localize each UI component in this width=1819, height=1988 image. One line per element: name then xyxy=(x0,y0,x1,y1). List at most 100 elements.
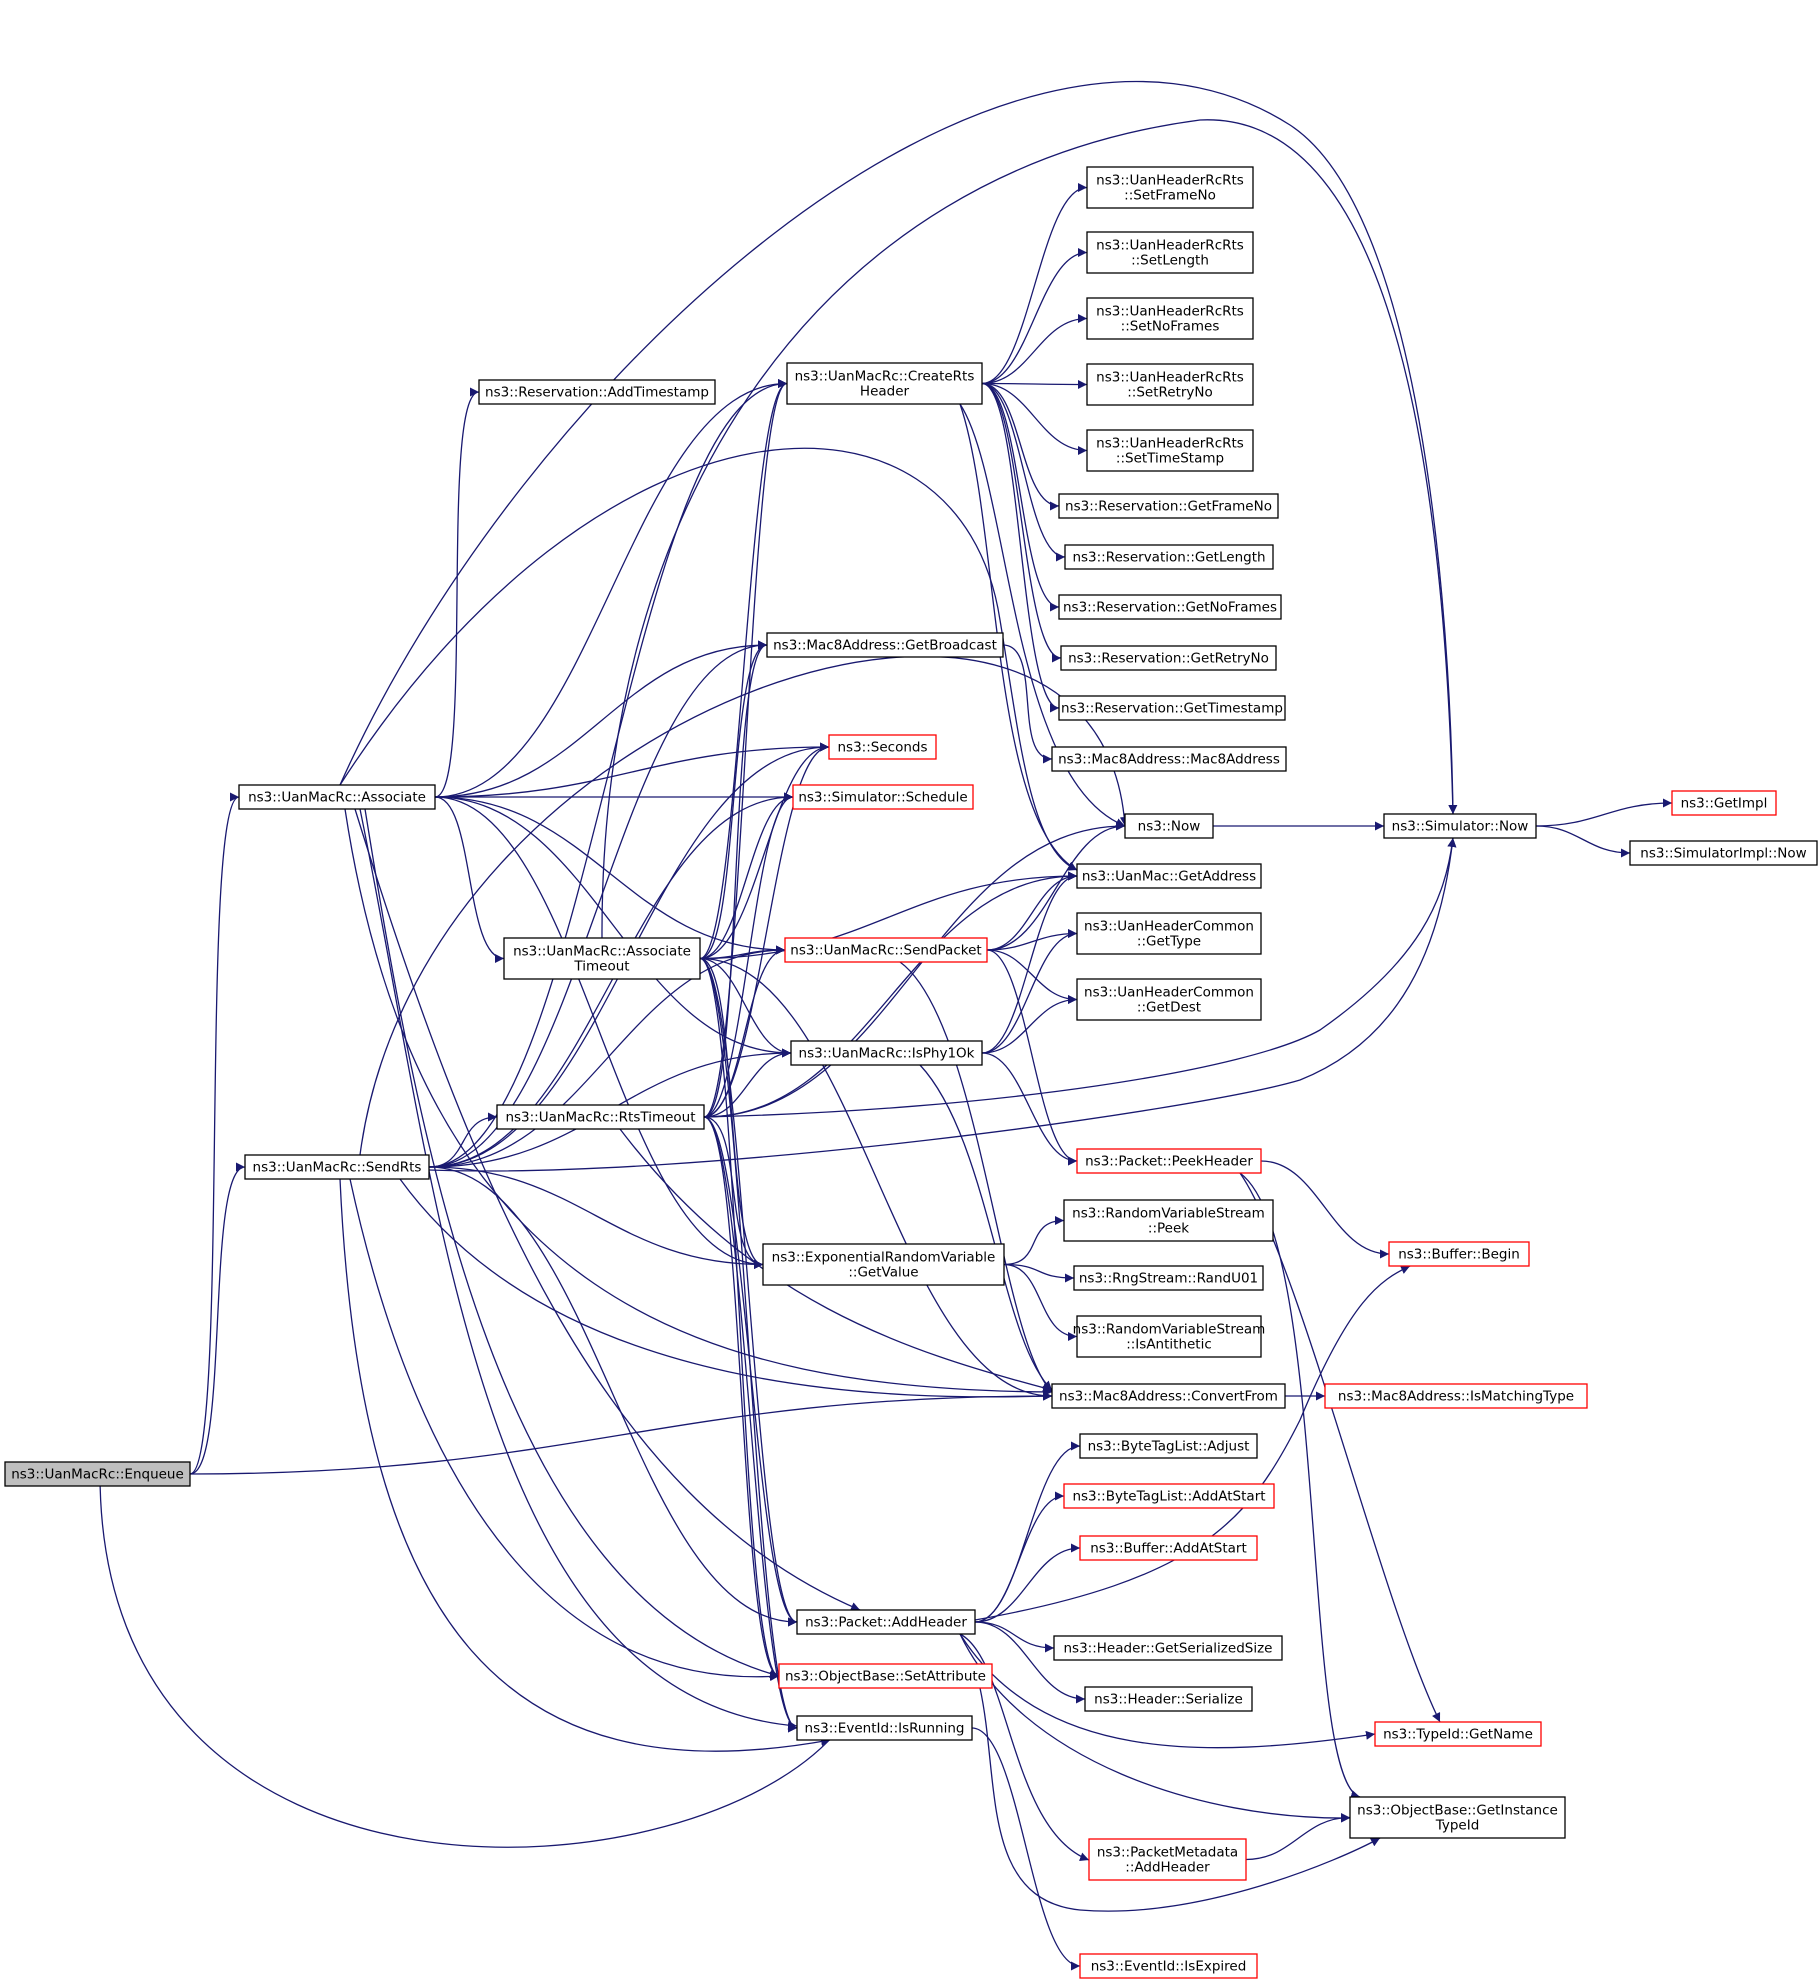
node-getframeno[interactable]: ns3::Reservation::GetFrameNo xyxy=(1058,493,1279,519)
node-peek[interactable]: ns3::RandomVariableStream::Peek xyxy=(1063,1199,1274,1242)
node-setframeno[interactable]: ns3::UanHeaderRcRts::SetFrameNo xyxy=(1086,166,1254,209)
node-gettimestamp[interactable]: ns3::Reservation::GetTimestamp xyxy=(1058,695,1286,721)
node-getdest[interactable]: ns3::UanHeaderCommon::GetDest xyxy=(1076,978,1262,1021)
node-getaddress[interactable]: ns3::UanMac::GetAddress xyxy=(1076,863,1262,889)
node-box xyxy=(1058,493,1279,519)
edge-pktaddheader-to-getinstancetypeid xyxy=(959,1633,1351,1823)
edge-assoctimeout-to-setattribute xyxy=(699,957,780,1681)
edge-rtstimeout-to-pktaddheader xyxy=(703,1116,798,1627)
node-setretryno[interactable]: ns3::UanHeaderRcRts::SetRetryNo xyxy=(1086,363,1254,406)
node-associate[interactable]: ns3::UanMacRc::Associate xyxy=(238,784,436,810)
node-box xyxy=(786,362,983,405)
edge-sendrts-to-getbroadcast xyxy=(428,640,768,1168)
node-isantithetic[interactable]: ns3::RandomVariableStream::IsAntithetic xyxy=(1073,1315,1266,1358)
edge-rtstimeout-to-expgetvalue xyxy=(703,1116,764,1269)
edge-rtstimeout-to-getaddress xyxy=(703,871,1078,1118)
node-serialize[interactable]: ns3::Header::Serialize xyxy=(1084,1686,1253,1712)
node-schedule[interactable]: ns3::Simulator::Schedule xyxy=(792,784,974,810)
node-settimestamp[interactable]: ns3::UanHeaderRcRts::SetTimeStamp xyxy=(1086,429,1254,472)
edge-enqueue-to-convertfrom xyxy=(189,1391,1053,1475)
edge-isphy1ok-to-gettype xyxy=(981,929,1078,1054)
node-label: ns3::ObjectBase::SetAttribute xyxy=(785,1669,986,1685)
node-isrunning[interactable]: ns3::EventId::IsRunning xyxy=(796,1715,973,1741)
edge-sendpacket-to-gettype xyxy=(986,929,1078,951)
edge-isphy1ok-to-getdest xyxy=(981,995,1078,1054)
node-bufbegin[interactable]: ns3::Buffer::Begin xyxy=(1388,1241,1530,1267)
node-sendrts[interactable]: ns3::UanMacRc::SendRts xyxy=(244,1154,430,1180)
edge-pktaddheader-to-serialize xyxy=(974,1621,1086,1704)
node-getretryno[interactable]: ns3::Reservation::GetRetryNo xyxy=(1060,645,1277,671)
node-box xyxy=(1051,746,1287,772)
edge-assoctimeout-to-simnow xyxy=(601,119,1458,939)
node-sendpacket[interactable]: ns3::UanMacRc::SendPacket xyxy=(784,937,988,963)
edge-assoctimeout-to-getbroadcast xyxy=(699,640,768,960)
edge-associate-to-isrunning xyxy=(359,808,798,1730)
node-seconds[interactable]: ns3::Seconds xyxy=(828,734,937,760)
node-getserializedsize[interactable]: ns3::Header::GetSerializedSize xyxy=(1053,1635,1283,1661)
node-label: ns3::Mac8Address::ConvertFrom xyxy=(1059,1389,1278,1405)
node-box xyxy=(1076,1148,1262,1174)
node-box xyxy=(1086,166,1254,209)
node-rtstimeout[interactable]: ns3::UanMacRc::RtsTimeout xyxy=(496,1104,705,1130)
node-adjust[interactable]: ns3::ByteTagList::Adjust xyxy=(1079,1433,1258,1459)
node-label: ::SetNoFrames xyxy=(1121,319,1220,335)
node-simnow[interactable]: ns3::Simulator::Now xyxy=(1383,813,1537,839)
node-ismatchingtype[interactable]: ns3::Mac8Address::IsMatchingType xyxy=(1324,1383,1588,1409)
node-box xyxy=(496,1104,705,1130)
node-setlength[interactable]: ns3::UanHeaderRcRts::SetLength xyxy=(1086,231,1254,274)
node-pktaddheader[interactable]: ns3::Packet::AddHeader xyxy=(796,1609,976,1635)
edge-sendpacket-to-peekheader xyxy=(986,949,1078,1166)
edge-rtstimeout-to-getbroadcast xyxy=(703,640,768,1118)
node-randu01[interactable]: ns3::RngStream::RandU01 xyxy=(1073,1265,1264,1291)
edge-sendpacket-to-getdest xyxy=(986,949,1078,1004)
node-label: ns3::Reservation::GetTimestamp xyxy=(1061,701,1283,717)
node-btladdatstart[interactable]: ns3::ByteTagList::AddAtStart xyxy=(1063,1483,1275,1509)
node-bufaddatstart[interactable]: ns3::Buffer::AddAtStart xyxy=(1079,1535,1258,1561)
node-addtimestamp[interactable]: ns3::Reservation::AddTimestamp xyxy=(478,379,716,405)
edge-pktaddheader-to-btladdatstart xyxy=(974,1491,1065,1623)
node-simimplnow[interactable]: ns3::SimulatorImpl::Now xyxy=(1629,840,1818,866)
node-label: ns3::Simulator::Now xyxy=(1392,819,1529,835)
node-setnoframes[interactable]: ns3::UanHeaderRcRts::SetNoFrames xyxy=(1086,297,1254,340)
node-mac8ctor[interactable]: ns3::Mac8Address::Mac8Address xyxy=(1051,746,1287,772)
node-label: ns3::UanMacRc::SendPacket xyxy=(790,943,981,959)
edge-createrts-to-setretryno xyxy=(981,379,1088,389)
edge-assoctimeout-to-isrunning xyxy=(699,957,798,1733)
node-label: ns3::Mac8Address::Mac8Address xyxy=(1058,752,1280,768)
node-getnoframes[interactable]: ns3::Reservation::GetNoFrames xyxy=(1058,594,1282,620)
node-getlength[interactable]: ns3::Reservation::GetLength xyxy=(1064,544,1274,570)
node-getbroadcast[interactable]: ns3::Mac8Address::GetBroadcast xyxy=(766,632,1004,658)
edge-createrts-to-settimestamp xyxy=(981,382,1088,455)
edge-createrts-to-getretryno xyxy=(981,382,1062,663)
edge-sendrts-to-rtstimeout xyxy=(428,1112,498,1168)
edge-assoctimeout-to-schedule xyxy=(699,792,794,960)
node-label: ns3::Buffer::Begin xyxy=(1398,1247,1520,1263)
node-gettype[interactable]: ns3::UanHeaderCommon::GetType xyxy=(1076,912,1262,955)
edge-enqueue-to-sendrts xyxy=(189,1162,246,1475)
node-box xyxy=(1388,1241,1530,1267)
edge-pktaddheader-to-pmaddheader xyxy=(959,1633,1090,1861)
edge-rtstimeout-to-isrunning xyxy=(703,1116,798,1733)
node-pmaddheader[interactable]: ns3::PacketMetadata::AddHeader xyxy=(1088,1838,1247,1881)
node-now[interactable]: ns3::Now xyxy=(1124,813,1214,839)
node-label: ns3::EventId::IsRunning xyxy=(805,1721,965,1737)
node-isphy1ok[interactable]: ns3::UanMacRc::IsPhy1Ok xyxy=(790,1040,983,1066)
node-label: ns3::UanHeaderRcRts xyxy=(1096,304,1244,320)
node-typeidgetname[interactable]: ns3::TypeId::GetName xyxy=(1374,1721,1542,1747)
edge-rtstimeout-to-convertfrom xyxy=(619,1128,1053,1393)
node-box xyxy=(1088,1838,1247,1881)
node-getimpl[interactable]: ns3::GetImpl xyxy=(1671,790,1777,816)
node-box xyxy=(1671,790,1777,816)
node-convertfrom[interactable]: ns3::Mac8Address::ConvertFrom xyxy=(1051,1383,1286,1409)
node-enqueue[interactable]: ns3::UanMacRc::Enqueue xyxy=(4,1461,191,1487)
node-expgetvalue[interactable]: ns3::ExponentialRandomVariable::GetValue xyxy=(762,1243,1005,1286)
node-peekheader[interactable]: ns3::Packet::PeekHeader xyxy=(1076,1148,1262,1174)
node-label: ns3::Mac8Address::GetBroadcast xyxy=(773,638,997,654)
node-label: ns3::UanMacRc::IsPhy1Ok xyxy=(799,1046,975,1062)
node-setattribute[interactable]: ns3::ObjectBase::SetAttribute xyxy=(778,1663,993,1689)
node-isexpired[interactable]: ns3::EventId::IsExpired xyxy=(1079,1953,1258,1979)
